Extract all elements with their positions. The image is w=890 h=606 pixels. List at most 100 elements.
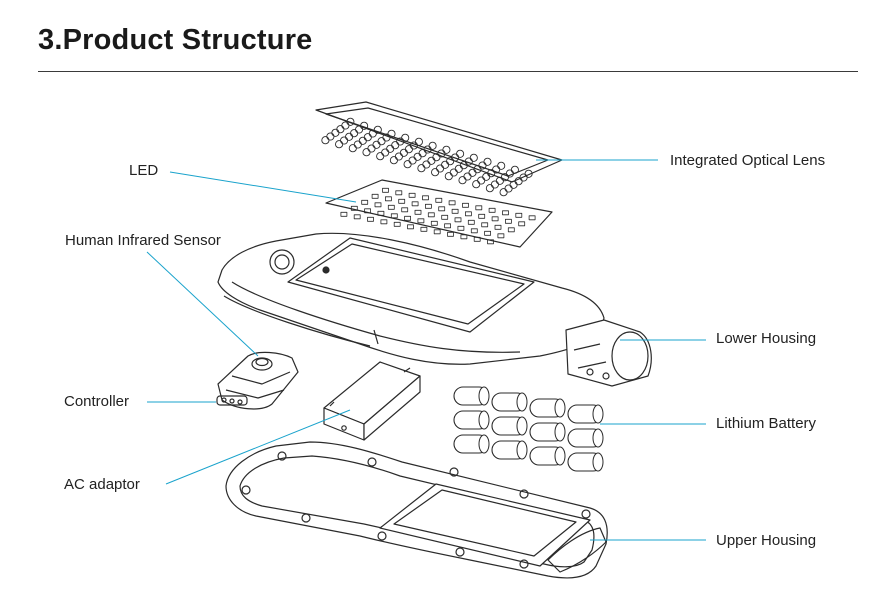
lower-housing-part <box>217 232 652 387</box>
leader-lines <box>146 159 706 541</box>
led-chip <box>438 206 446 212</box>
lens-dot <box>458 176 467 185</box>
led-chip <box>518 221 526 227</box>
led-chip <box>478 213 486 219</box>
led-chip <box>470 228 478 234</box>
led-chip <box>384 196 392 202</box>
led-chip <box>377 210 385 216</box>
lens-dot <box>444 172 453 181</box>
lens-dot <box>417 164 426 173</box>
led-chip <box>420 226 428 232</box>
led-chip <box>457 225 465 231</box>
battery-cell <box>453 434 490 454</box>
led-chip <box>435 197 443 203</box>
lens-dot <box>482 172 491 181</box>
label-human-infrared-sensor: Human Infrared Sensor <box>65 232 221 249</box>
led-chip <box>387 204 395 210</box>
battery-cell <box>491 416 528 436</box>
lens-dot <box>468 168 477 177</box>
led-chip <box>404 215 412 221</box>
led-chip <box>422 195 429 201</box>
lens-dot <box>381 148 390 157</box>
led-chip <box>395 190 403 196</box>
lens-dot <box>449 168 458 177</box>
led-chip <box>401 207 409 213</box>
lens-dot <box>509 180 518 189</box>
led-chip <box>393 221 401 227</box>
lens-dot <box>377 137 386 146</box>
lens-dot <box>363 133 372 142</box>
led-chip <box>448 200 456 206</box>
battery-cell-end <box>592 452 604 472</box>
led-chip <box>398 198 406 204</box>
led-chip <box>504 218 512 224</box>
lens-dot <box>441 160 450 169</box>
led-chip <box>484 230 492 236</box>
battery-cell <box>529 398 566 418</box>
lens-dot <box>472 180 481 189</box>
battery-cell <box>567 404 604 424</box>
led-chip <box>414 209 422 215</box>
upper-housing-part <box>225 441 608 579</box>
led-chip <box>491 216 499 222</box>
battery-cell-end <box>516 392 528 412</box>
lens-dot <box>348 144 357 153</box>
leader-led <box>169 171 357 203</box>
led-chip <box>433 229 441 235</box>
battery-cell <box>453 386 490 406</box>
led-chip <box>451 208 459 214</box>
battery-cell <box>567 452 604 472</box>
led-chip <box>462 202 469 208</box>
lens-dot <box>422 160 431 169</box>
led-board-part <box>325 179 553 248</box>
lens-dot <box>376 152 385 161</box>
led-chip <box>340 211 348 217</box>
lens-dot-grid <box>321 117 533 197</box>
lens-dot <box>355 125 364 134</box>
lens-dot <box>340 136 349 145</box>
led-chip <box>417 218 425 224</box>
led-chip <box>367 216 374 222</box>
lens-dot <box>353 140 362 149</box>
lens-dot <box>408 156 417 165</box>
led-chip <box>407 224 414 230</box>
lens-dot <box>404 145 413 154</box>
lens-dot <box>372 140 381 149</box>
lens-dot <box>485 184 494 193</box>
led-chip <box>464 211 472 217</box>
lens-dot <box>495 176 504 185</box>
led-chip <box>371 193 379 199</box>
ac-adaptor-part <box>323 361 421 441</box>
led-chip <box>353 214 361 220</box>
lens-dot <box>436 164 445 173</box>
lens-dot <box>389 156 398 165</box>
led-chip <box>390 213 398 219</box>
battery-cell-end <box>554 398 566 418</box>
lens-dot <box>321 136 330 145</box>
led-chip <box>502 210 509 216</box>
lens-dot <box>499 188 508 197</box>
battery-cell-end <box>554 422 566 442</box>
title-divider <box>38 71 858 72</box>
battery-cell <box>491 440 528 460</box>
label-led: LED <box>129 162 159 179</box>
page-title: 3.Product Structure <box>38 24 313 56</box>
battery-cell-end <box>478 386 490 406</box>
led-chip <box>364 208 372 214</box>
led-chip <box>374 202 382 208</box>
led-chip <box>515 212 523 218</box>
led-chip <box>427 212 435 218</box>
led-chip <box>481 222 489 228</box>
led-chip <box>430 220 438 226</box>
battery-cell <box>529 446 566 466</box>
label-ac-adaptor: AC adaptor <box>64 476 140 493</box>
led-chip <box>411 201 419 207</box>
battery-cell <box>529 422 566 442</box>
lens-dot <box>326 132 335 141</box>
lens-dot <box>391 141 400 150</box>
lens-dot <box>345 132 354 141</box>
led-chip <box>441 214 449 220</box>
led-chip <box>382 187 389 193</box>
lens-dot <box>477 176 486 185</box>
